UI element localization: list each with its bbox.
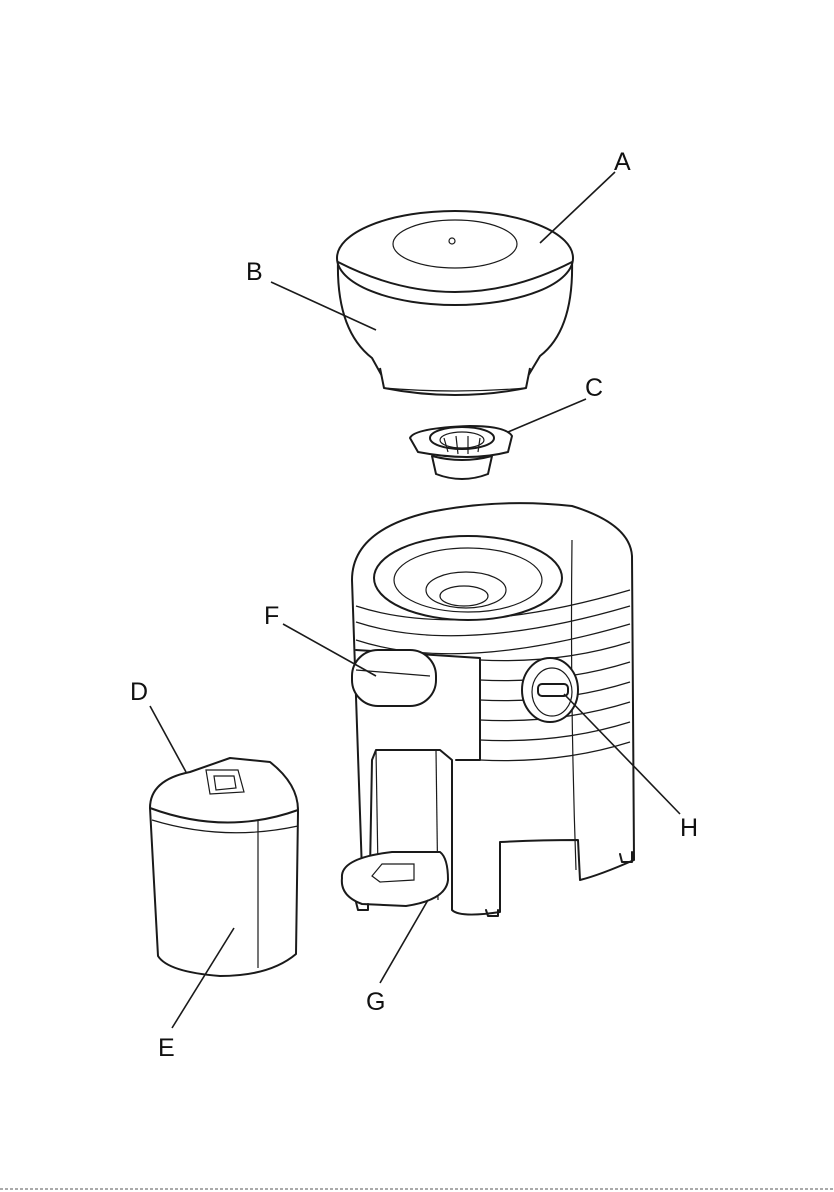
leader-line-a: [540, 172, 615, 243]
callout-label-d: D: [130, 678, 148, 706]
hopper-assembly: [337, 211, 573, 395]
callout-label-g: G: [366, 988, 385, 1016]
callout-label-h: H: [680, 814, 698, 842]
callout-label-e: E: [158, 1034, 175, 1062]
callout-label-a: A: [614, 148, 631, 176]
callout-label-c: C: [585, 374, 603, 402]
callout-label-f: F: [264, 602, 279, 630]
upper-burr: [410, 426, 512, 479]
callout-label-b: B: [246, 258, 263, 286]
leader-line-d: [150, 706, 186, 772]
hopper-lid: [337, 211, 573, 305]
start-button: [352, 650, 436, 706]
leader-line-g: [380, 900, 428, 983]
leader-line-c: [508, 399, 586, 432]
container-lid: [150, 758, 298, 823]
grind-selector: [522, 658, 578, 722]
drip-tray: [342, 852, 448, 910]
